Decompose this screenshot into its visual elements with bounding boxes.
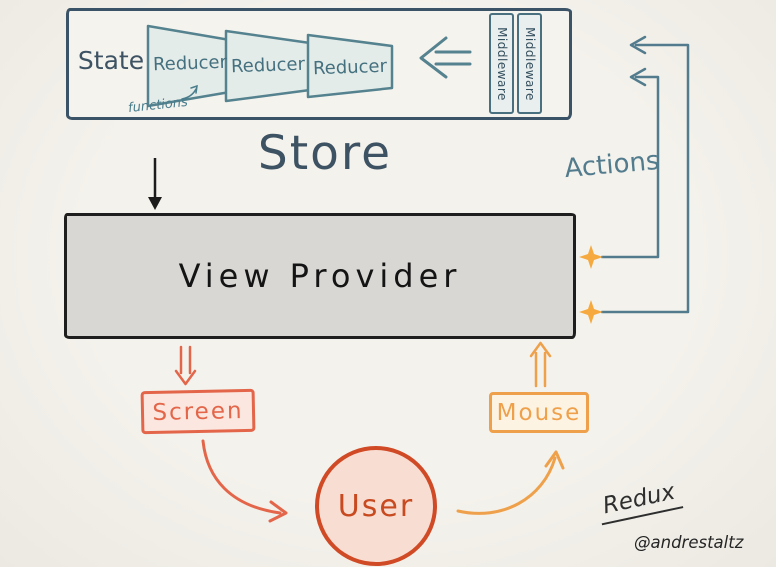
screen-label: Screen: [152, 397, 244, 426]
user-label: User: [337, 488, 415, 524]
arrow-head: [529, 341, 552, 358]
author-handle: @andrestaltz: [634, 533, 744, 552]
middleware-label: Middleware: [494, 26, 509, 101]
store-to-view-arrow: [148, 158, 162, 210]
arrow-head: [174, 369, 197, 386]
user-circle: User: [315, 446, 437, 566]
view-provider-box: View Provider: [64, 213, 576, 339]
mouse-to-view-double-arrow: [529, 341, 552, 388]
middleware-label: Middleware: [522, 26, 537, 101]
arrow-head: [629, 35, 647, 55]
middleware-box: Middleware: [489, 13, 514, 114]
store-title: Store: [257, 126, 393, 181]
screen-box: Screen: [140, 388, 256, 435]
star-icon: [579, 300, 603, 324]
reducer-label: Reducer: [312, 55, 388, 80]
arrow-shaft: [201, 439, 282, 515]
middleware-box: Middleware: [517, 13, 542, 114]
user-to-mouse-arrow: [456, 450, 565, 515]
arrow-head: [544, 450, 565, 470]
star-icon: [579, 245, 603, 269]
view-provider-label: View Provider: [178, 257, 462, 295]
actions-label: Actions: [563, 145, 661, 185]
arrow-head: [268, 500, 288, 523]
arrow-head: [629, 67, 647, 87]
mouse-box: Mouse: [489, 392, 589, 433]
arrow-head: [148, 197, 162, 210]
screen-to-user-arrow: [201, 439, 288, 523]
view-to-screen-double-arrow: [174, 345, 197, 386]
arrow-shaft: [456, 456, 557, 515]
mouse-label: Mouse: [496, 399, 582, 426]
reducer-label: Reducer: [152, 51, 228, 76]
state-label: State: [77, 46, 145, 75]
reducer-label: Reducer: [230, 53, 306, 78]
redux-signature: Redux: [595, 477, 684, 526]
